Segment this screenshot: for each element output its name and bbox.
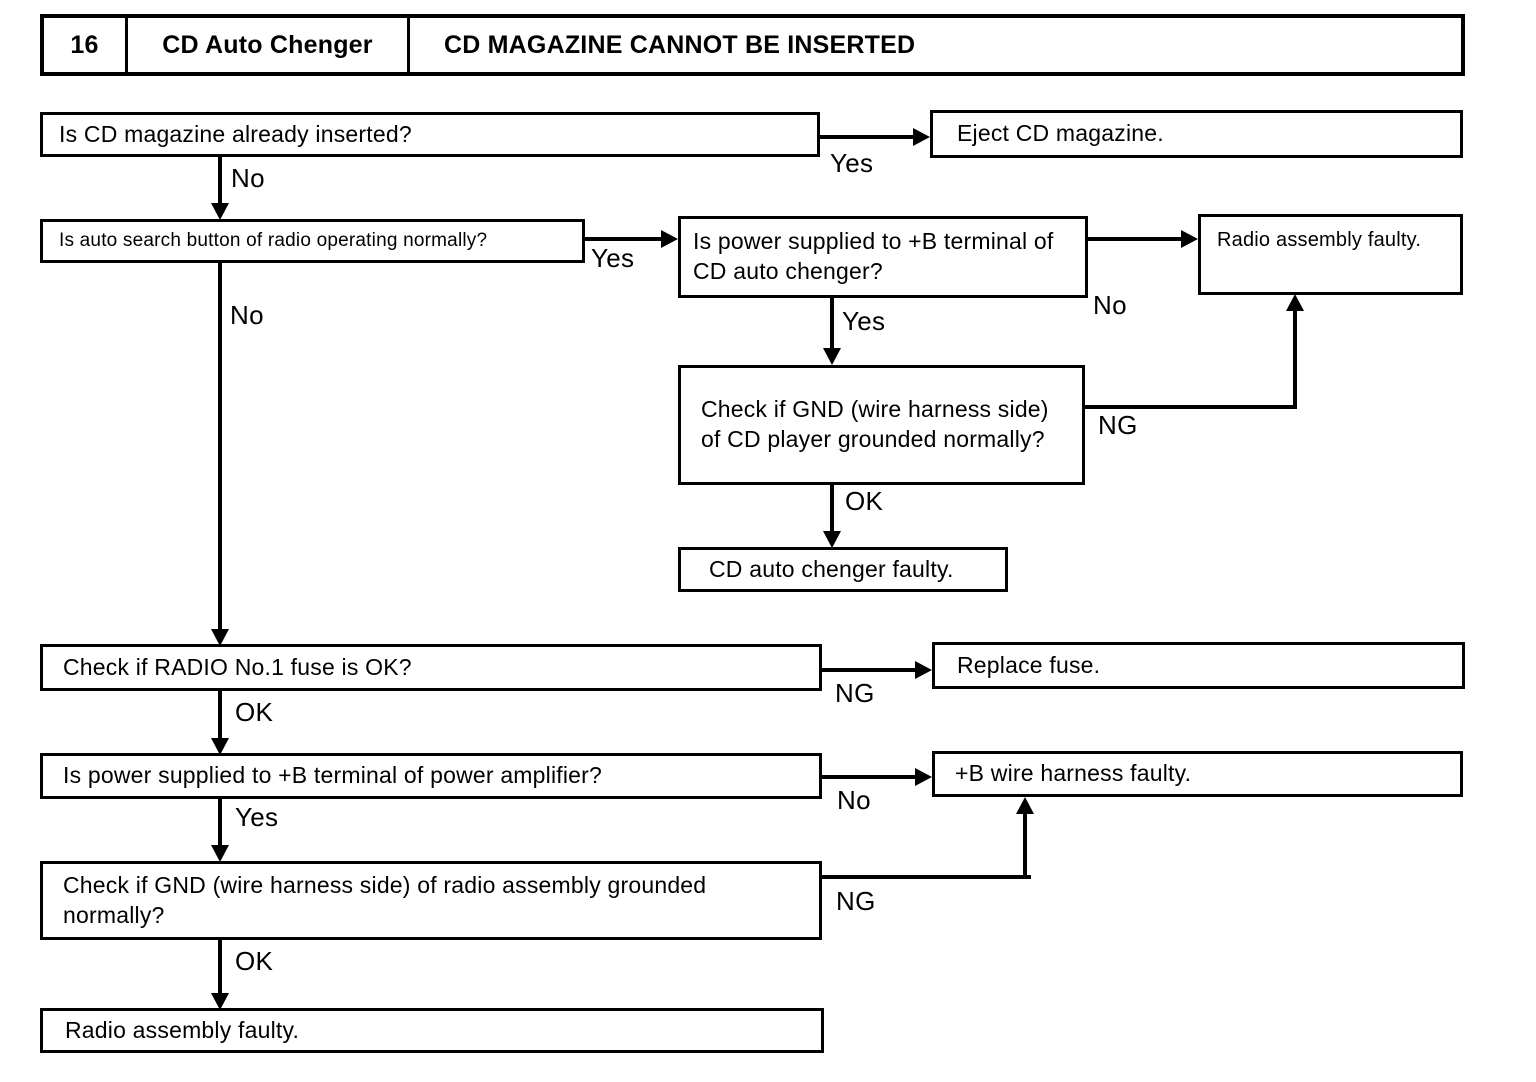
edge-label-power-amp-yes: Yes <box>235 802 279 832</box>
node-label: Is CD magazine already inserted? <box>59 120 412 147</box>
arrowhead-down-icon <box>211 845 229 862</box>
connector-line <box>830 485 834 534</box>
edge-label-gnd-radio-ok: OK <box>235 946 274 976</box>
node-label: Radio assembly faulty. <box>65 1016 300 1043</box>
edge-label-power-cd-no: No <box>1093 290 1127 320</box>
arrowhead-up-icon <box>1286 294 1304 311</box>
connector-line <box>830 298 834 351</box>
connector-line <box>1085 405 1297 409</box>
node-label: Check if RADIO No.1 fuse is OK? <box>63 653 412 680</box>
edge-label-auto-search-no: No <box>230 300 264 330</box>
node-cd-chenger-faulty: CD auto chenger faulty. <box>678 547 1008 592</box>
connector-line <box>218 940 222 996</box>
edge-label-auto-search-yes: Yes <box>591 243 635 273</box>
connector-line <box>218 691 222 741</box>
connector-line <box>585 237 664 241</box>
node-label: Eject CD magazine. <box>957 120 1164 147</box>
arrowhead-right-icon <box>1181 230 1198 248</box>
header-section-number: 16 <box>44 18 128 72</box>
arrowhead-down-icon <box>823 531 841 548</box>
connector-line <box>1088 237 1184 241</box>
node-label: Radio assembly faulty. <box>1217 229 1422 251</box>
edge-label-power-amp-no: No <box>837 785 871 815</box>
node-label: CD auto chenger faulty. <box>709 555 954 582</box>
arrowhead-up-icon <box>1016 797 1034 814</box>
arrowhead-down-icon <box>211 993 229 1010</box>
edge-label-power-cd-yes: Yes <box>842 306 886 336</box>
header-problem-title: CD MAGAZINE CANNOT BE INSERTED <box>444 30 916 59</box>
header: 16 CD Auto Chenger CD MAGAZINE CANNOT BE… <box>40 14 1465 76</box>
arrowhead-down-icon <box>823 348 841 365</box>
edge-label-magazine-yes: Yes <box>830 148 874 178</box>
node-label: Check if GND (wire harness side) of radi… <box>63 871 707 928</box>
connector-line <box>822 668 918 672</box>
arrowhead-right-icon <box>915 768 932 786</box>
node-label: Replace fuse. <box>957 651 1101 678</box>
edge-label-gnd-cd-ok: OK <box>845 486 884 516</box>
arrowhead-down-icon <box>211 203 229 220</box>
node-label: Is auto search button of radio operating… <box>59 229 488 251</box>
node-label: Is power supplied to +B terminal of CD a… <box>693 228 1054 284</box>
connector-line <box>218 157 222 205</box>
node-auto-search: Is auto search button of radio operating… <box>40 219 585 263</box>
header-system-name: CD Auto Chenger <box>128 18 410 72</box>
node-replace-fuse: Replace fuse. <box>932 642 1465 689</box>
node-gnd-cd-player: Check if GND (wire harness side) of CD p… <box>678 365 1085 485</box>
arrowhead-down-icon <box>211 629 229 646</box>
connector-line <box>822 775 918 779</box>
connector-line <box>822 875 1031 879</box>
node-magazine-inserted: Is CD magazine already inserted? <box>40 112 820 157</box>
arrowhead-right-icon <box>661 230 678 248</box>
node-b-wire-harness-faulty: +B wire harness faulty. <box>932 751 1463 797</box>
connector-line <box>820 135 916 139</box>
arrowhead-right-icon <box>915 661 932 679</box>
connector-line <box>218 799 222 848</box>
edge-label-fuse-ng: NG <box>835 678 875 708</box>
node-power-cd-terminal: Is power supplied to +B terminal of CD a… <box>678 216 1088 298</box>
connector-line <box>218 263 222 631</box>
edge-label-gnd-cd-ng: NG <box>1098 410 1138 440</box>
node-power-amp-terminal: Is power supplied to +B terminal of powe… <box>40 753 822 799</box>
edge-label-magazine-no: No <box>231 163 265 193</box>
node-label: +B wire harness faulty. <box>955 760 1192 787</box>
connector-line <box>1023 810 1027 879</box>
edge-label-gnd-radio-ng: NG <box>836 886 876 916</box>
node-label: Check if GND (wire harness side) of CD p… <box>701 396 1049 452</box>
node-eject-magazine: Eject CD magazine. <box>930 110 1463 158</box>
node-radio-fuse: Check if RADIO No.1 fuse is OK? <box>40 644 822 691</box>
node-radio-assembly-faulty-top: Radio assembly faulty. <box>1198 214 1463 295</box>
edge-label-fuse-ok: OK <box>235 697 274 727</box>
node-gnd-radio-assembly: Check if GND (wire harness side) of radi… <box>40 861 822 940</box>
node-radio-assembly-faulty-bottom: Radio assembly faulty. <box>40 1008 824 1053</box>
arrowhead-right-icon <box>913 128 930 146</box>
arrowhead-down-icon <box>211 738 229 755</box>
node-label: Is power supplied to +B terminal of powe… <box>63 762 603 789</box>
connector-line <box>1293 308 1297 409</box>
